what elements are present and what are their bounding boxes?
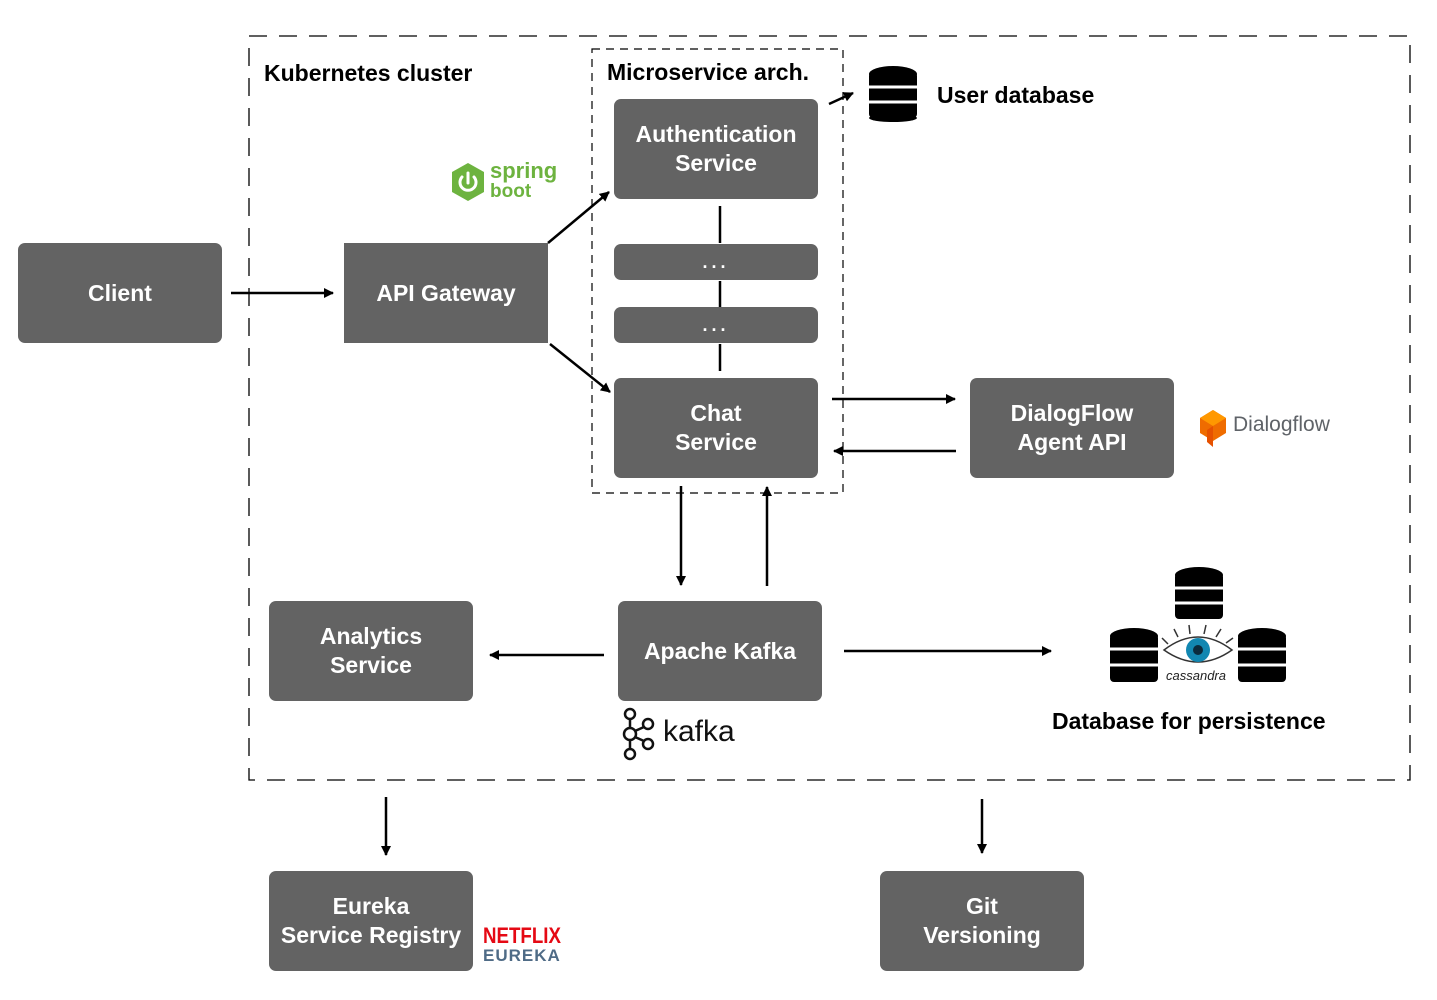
apache-kafka-node[interactable]: Apache Kafka [618,601,822,701]
analytics-service-node[interactable]: Analytics Service [269,601,473,701]
dialogflow-logo-text: Dialogflow [1233,413,1330,436]
authentication-service-label: Authentication Service [635,121,797,176]
microservice-placeholder-1[interactable]: ... [614,244,818,280]
placeholder-1-label: ... [702,252,730,272]
chat-service-label: Chat Service [675,400,757,455]
kubernetes-cluster-frame [248,35,1411,781]
edge-gateway-to-auth [547,191,610,244]
git-versioning-label: Git Versioning [923,893,1041,948]
persistence-db-icon-left [1110,628,1158,682]
microservice-arch-label: Microservice arch. [607,59,810,85]
dialogflow-agent-api-node[interactable]: DialogFlow Agent API [970,378,1174,478]
kafka-logo-text: kafka [663,715,735,748]
api-gateway-label: API Gateway [376,279,516,306]
cassandra-eye-icon [1161,624,1234,663]
authentication-service-node[interactable]: Authentication Service [614,99,818,199]
user-database-label: User database [937,82,1095,108]
cassandra-logo-text: cassandra [1166,668,1226,683]
persistence-database-label: Database for persistence [1052,708,1326,734]
spring-logo-text: spring [490,158,558,183]
eureka-service-registry-node[interactable]: Eureka Service Registry [269,871,473,971]
netflix-eureka-logo: NETFLIX EUREKA [483,925,575,965]
eureka-service-registry-label: Eureka Service Registry [280,893,462,948]
edge-auth-to-user-db [828,91,854,106]
edge-gateway-to-chat [549,343,611,393]
client-node[interactable]: Client [18,243,222,343]
placeholder-2-label: ... [702,315,730,335]
kafka-icon [622,707,655,761]
apache-kafka-label: Apache Kafka [643,637,797,664]
microservice-placeholder-2[interactable]: ... [614,307,818,343]
analytics-service-label: Analytics Service [319,623,423,678]
microservice-frame [591,48,844,494]
spring-boot-logo: spring boot [490,158,558,203]
dialogflow-icon [1200,410,1226,447]
user-database-icon [869,66,917,122]
api-gateway-node[interactable]: API Gateway [344,243,548,343]
persistence-db-icon-top [1175,567,1223,619]
dialogflow-agent-api-label: DialogFlow Agent API [1010,400,1134,455]
eureka-logo-text: EUREKA [483,946,561,965]
spring-boot-power-icon [452,163,484,201]
persistence-db-icon-right [1238,628,1286,682]
client-label: Client [88,279,152,306]
kubernetes-cluster-label: Kubernetes cluster [264,60,473,86]
netflix-logo-text: NETFLIX [483,923,561,948]
boot-logo-text: boot [490,181,532,202]
chat-service-node[interactable]: Chat Service [614,378,818,478]
git-versioning-node[interactable]: Git Versioning [880,871,1084,971]
